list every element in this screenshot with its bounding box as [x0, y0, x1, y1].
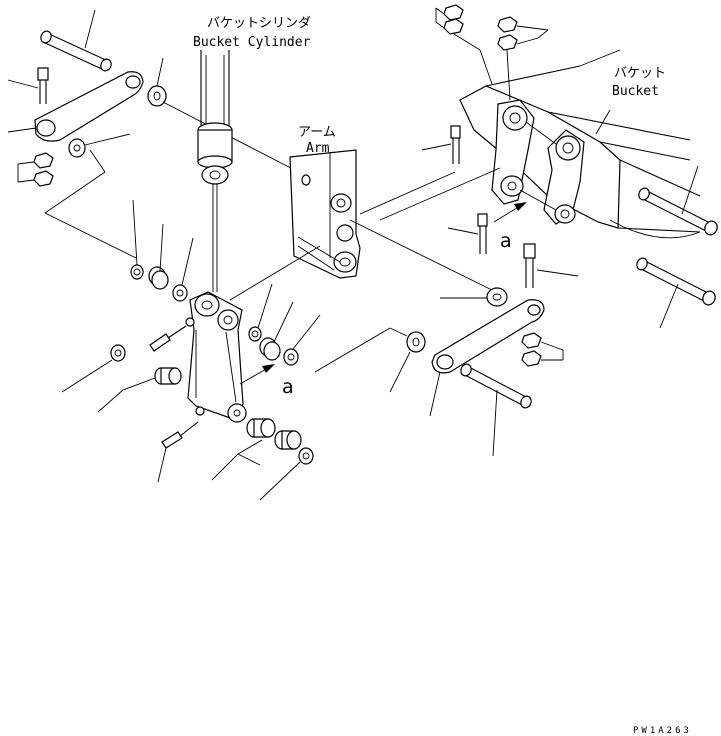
bushing-lower-pair: [211, 418, 302, 481]
figure-code: PW1A263: [633, 726, 692, 736]
arrow-a-right: [493, 202, 527, 223]
marker-a-right: a: [500, 230, 512, 252]
bucket-cylinder-label-en: Bucket Cylinder: [193, 35, 311, 50]
grease-fitting-upper: [149, 317, 195, 352]
h-link: [187, 291, 247, 423]
pin-bucket-lower: [636, 257, 716, 329]
nuts-top-bucket: [435, 4, 493, 85]
nuts-right: [521, 332, 564, 367]
bolt-bucket: [421, 125, 461, 164]
pin-lower: [460, 363, 532, 457]
arm-label-en: Arm: [306, 141, 330, 156]
pin-bucket-upper: [638, 165, 718, 236]
grease-fitting-lower: [157, 421, 199, 483]
bushing-left-lower: [97, 367, 182, 413]
washer-right: [440, 287, 508, 307]
bucket-cylinder-label-ja: バケットシリンダ: [207, 16, 311, 31]
washer-lower: [259, 447, 314, 501]
arm-label-ja: アーム: [298, 125, 336, 140]
bolt-right: [523, 243, 579, 288]
bolt-top-left: [7, 67, 49, 104]
washer-mid: [314, 327, 426, 393]
washer-left: [68, 133, 131, 158]
bucket-label-ja: バケット: [614, 66, 666, 81]
leader-lines: [229, 167, 501, 301]
link-lower-right: [429, 299, 545, 417]
nuts-top-bucket-2: [497, 16, 549, 101]
link-upper-left: [7, 71, 144, 142]
arrow-a-left: [239, 364, 275, 385]
nuts-left: [17, 152, 54, 187]
bucket-cylinder: [197, 50, 233, 292]
bucket-bracket: [491, 99, 585, 225]
washer-top: [147, 57, 311, 179]
marker-a-left: a: [282, 376, 294, 398]
bushing-left-upper: [61, 344, 126, 393]
arm: [289, 149, 497, 293]
bucket-label-en: Bucket: [612, 84, 659, 99]
seal-stack-upper: [130, 199, 194, 302]
leader-bracket-seals: [44, 149, 137, 259]
pin-top-left: [40, 9, 112, 72]
seal-stack-right: [248, 283, 321, 366]
bolt-bucket-lower: [447, 213, 488, 254]
